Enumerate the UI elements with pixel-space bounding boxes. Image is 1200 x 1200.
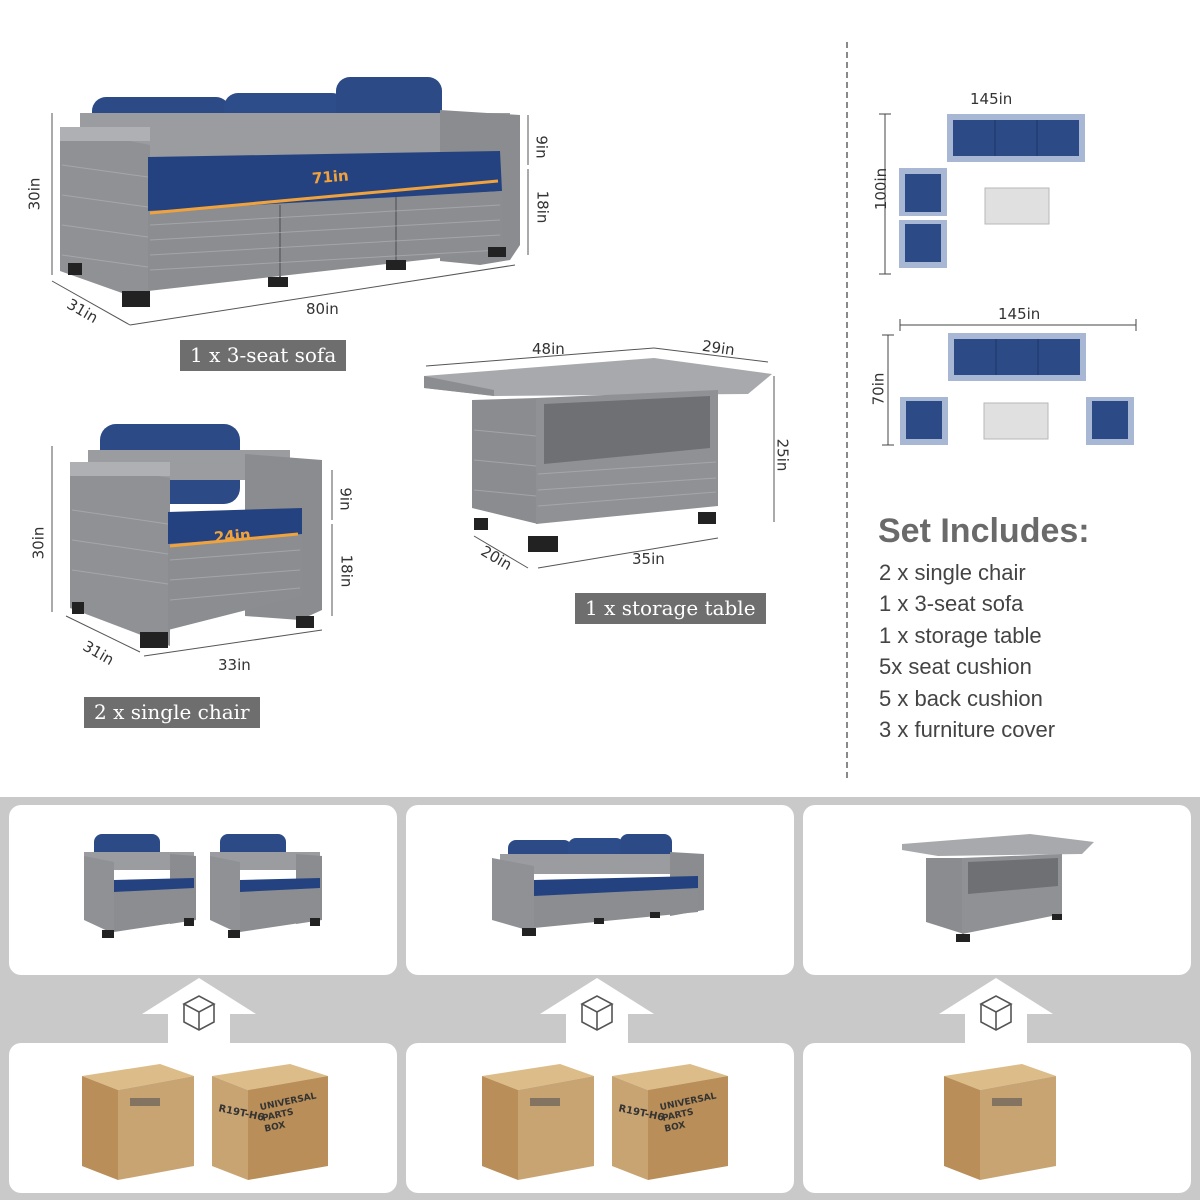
box-card-sofa xyxy=(406,1043,794,1193)
layout2-height: 70in xyxy=(869,372,888,406)
chair-illustration xyxy=(51,424,333,657)
layout1-width: 145in xyxy=(970,90,1013,108)
chair-label: 2 x single chair xyxy=(84,697,260,728)
shipping-box-icon xyxy=(944,1064,1056,1180)
unpack-arrow-icon xyxy=(540,978,654,1044)
chair-back-height: 9in xyxy=(336,487,355,511)
chair-seat-width: 24in xyxy=(213,525,252,547)
sofa-seat-height: 18in xyxy=(533,190,552,224)
layout2-width: 145in xyxy=(998,305,1041,323)
set-item: 5x seat cushion xyxy=(879,654,1032,679)
layout1-height: 100in xyxy=(872,167,891,211)
unpack-arrow-icon xyxy=(142,978,256,1044)
set-item: 1 x 3-seat sofa xyxy=(879,591,1024,616)
layout-plan-l-shape xyxy=(879,113,1085,275)
section-divider xyxy=(846,42,848,778)
shipping-box-icon xyxy=(82,1064,194,1180)
sofa-seat-width: 71in xyxy=(311,166,350,188)
set-includes-title: Set Includes: xyxy=(878,512,1090,550)
sofa-width: 80in xyxy=(306,300,339,318)
table-label: 1 x storage table xyxy=(575,593,766,624)
sofa-back-height: 9in xyxy=(532,135,551,159)
chair-seat-height: 18in xyxy=(337,554,356,588)
chair-height: 30in xyxy=(29,526,48,560)
mini-sofa-image xyxy=(492,834,704,936)
mini-table-image xyxy=(902,834,1094,942)
box-card-chairs xyxy=(9,1043,397,1193)
unpack-arrow-icon xyxy=(939,978,1053,1044)
sofa-illustration xyxy=(51,77,529,326)
set-item: 5 x back cushion xyxy=(879,686,1043,711)
table-illustration xyxy=(424,347,775,569)
layout-plan-line xyxy=(882,319,1137,446)
sofa-label: 1 x 3-seat sofa xyxy=(180,340,347,371)
shipping-box-icon xyxy=(612,1064,728,1180)
shipping-box-icon xyxy=(212,1064,328,1180)
shipping-box-icon xyxy=(482,1064,594,1180)
sofa-height: 30in xyxy=(25,177,44,211)
table-base-length: 35in xyxy=(632,550,665,568)
table-top-length: 48in xyxy=(532,340,565,358)
mini-chairs-image xyxy=(84,834,322,938)
set-item: 1 x storage table xyxy=(879,623,1042,648)
set-item: 2 x single chair xyxy=(879,560,1026,585)
chair-width: 33in xyxy=(218,656,251,674)
set-item: 3 x furniture cover xyxy=(879,717,1056,742)
package-card-chairs xyxy=(9,805,397,975)
table-height: 25in xyxy=(773,438,792,472)
